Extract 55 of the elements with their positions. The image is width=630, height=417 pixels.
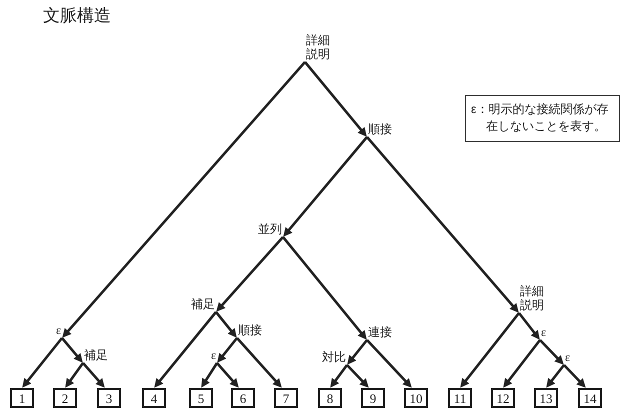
segment-box: 10 xyxy=(404,388,428,408)
arrow xyxy=(518,312,540,340)
arrow xyxy=(366,136,519,313)
segment-box: 5 xyxy=(189,388,213,408)
arrow xyxy=(282,236,367,340)
relation-label: ε xyxy=(565,350,570,364)
segment-box: 8 xyxy=(318,388,342,408)
arrow xyxy=(546,364,566,388)
arrow xyxy=(154,311,217,388)
relation-label: 補足 xyxy=(191,297,215,311)
relation-label: ε xyxy=(541,325,546,339)
arrow xyxy=(62,61,306,338)
segment-box: 9 xyxy=(361,388,385,408)
relation-label: 補足 xyxy=(84,348,108,362)
arrow xyxy=(503,339,542,388)
segment-box: 2 xyxy=(53,388,77,408)
arrow xyxy=(236,337,282,388)
relation-label: 詳細説明 xyxy=(520,284,546,312)
arrow xyxy=(366,339,412,388)
arrow xyxy=(65,362,84,388)
relation-label: 順接 xyxy=(368,122,392,136)
arrow xyxy=(61,337,83,363)
arrow xyxy=(283,136,368,237)
arrow xyxy=(216,236,284,312)
segment-box: 7 xyxy=(274,388,298,408)
arrow xyxy=(217,337,238,363)
segment-box: 13 xyxy=(534,388,558,408)
arrow xyxy=(22,337,64,388)
relation-label: 詳細説明 xyxy=(306,33,332,61)
arrow xyxy=(347,339,368,365)
arrow xyxy=(216,362,239,388)
arrow xyxy=(539,339,564,365)
segment-box: 4 xyxy=(142,388,166,408)
arrow xyxy=(214,311,237,338)
segment-box: 3 xyxy=(97,388,121,408)
arrow xyxy=(201,362,218,388)
arrow xyxy=(346,364,369,388)
arrow xyxy=(82,362,105,388)
segment-box: 14 xyxy=(578,388,602,408)
segment-box: 12 xyxy=(491,388,515,408)
relation-label: 順接 xyxy=(238,323,262,337)
segment-box: 11 xyxy=(448,388,472,408)
arrow xyxy=(330,364,348,388)
relation-label: 並列 xyxy=(258,222,282,236)
relation-label: ε xyxy=(56,323,61,337)
relation-label: 連接 xyxy=(368,325,392,339)
relation-label: 対比 xyxy=(322,350,346,364)
segment-box: 6 xyxy=(231,388,255,408)
arrow xyxy=(563,364,586,388)
note-box: ε：明示的な接続関係が存在しないことを表す。 xyxy=(465,95,620,142)
segment-box: 1 xyxy=(10,388,34,408)
diagram-title: 文脈構造 xyxy=(43,6,111,26)
relation-label: ε xyxy=(210,348,216,362)
arrow xyxy=(304,61,367,137)
arrow xyxy=(460,312,520,388)
